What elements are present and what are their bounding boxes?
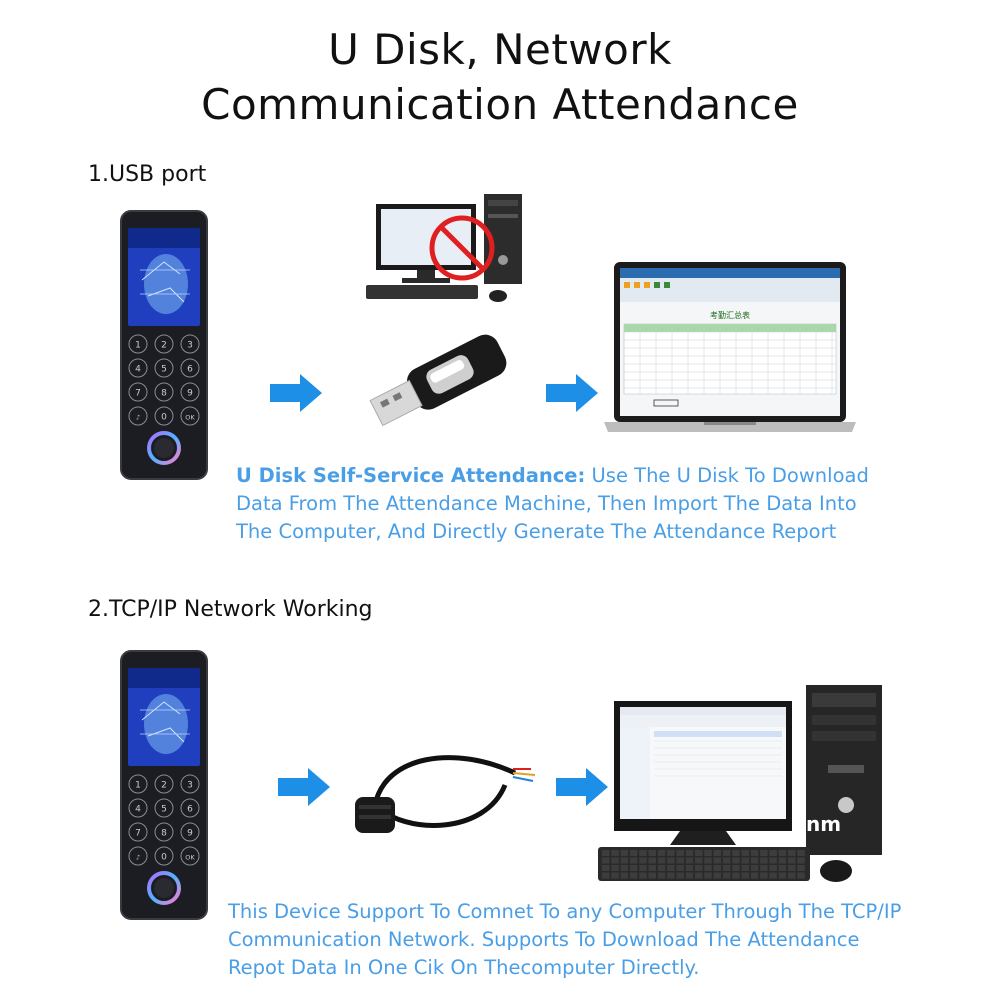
- tcp-description: This Device Support To Comnet To any Com…: [228, 898, 988, 982]
- keypad-key: [128, 382, 148, 402]
- keypad-key-label: 6: [187, 805, 193, 815]
- keypad-key-label: 4: [135, 805, 141, 815]
- keypad-key: [180, 406, 200, 426]
- keypad-key-label: 2: [161, 781, 167, 791]
- keypad-key-label: 8: [161, 389, 167, 399]
- attendance-device-1: 1 2 3 4 5 6 7 8 9 ♪ 0 OK: [120, 210, 208, 480]
- keypad-key: [128, 334, 148, 354]
- keypad: 1 2 3 4 5 6 7 8 9 ♪ 0 OK: [128, 774, 200, 866]
- network-cable-icon: [355, 755, 536, 833]
- keypad-key: [154, 774, 174, 794]
- tcp-section-heading: 2.TCP/IP Network Working: [88, 597, 373, 622]
- keypad-key-label: 3: [187, 781, 193, 791]
- usb-drive-icon: [369, 334, 507, 427]
- stray-overlay-text: nm: [806, 812, 842, 836]
- keypad-key: [128, 846, 148, 866]
- page-title-line1: U Disk, Network: [328, 25, 672, 74]
- prohibited-icon: [429, 215, 495, 281]
- keypad-key-label: 7: [135, 389, 141, 399]
- keypad-key: [154, 358, 174, 378]
- tcp-desc-1: This Device Support To Comnet To any Com…: [228, 900, 902, 923]
- keypad-key-label: 4: [135, 365, 141, 375]
- keypad-key-label: 3: [187, 341, 193, 351]
- keypad-key-label: 7: [135, 829, 141, 839]
- arrow-right-icon: [278, 768, 330, 806]
- keypad: 1 2 3 4 5 6 7 8 9 ♪ 0 OK: [128, 334, 200, 426]
- keypad-key: [154, 406, 174, 426]
- usb-desc-2: Data From The Attendance Machine, Then I…: [236, 492, 857, 515]
- keypad-key: [154, 846, 174, 866]
- usb-description: U Disk Self-Service Attendance: Use The …: [236, 462, 936, 546]
- keypad-key: [128, 822, 148, 842]
- laptop-icon: 考勤汇总表: [604, 262, 856, 432]
- keypad-key-label: 5: [161, 365, 167, 375]
- keypad-key: [154, 798, 174, 818]
- keypad-key: [154, 822, 174, 842]
- keypad-key-label: OK: [185, 854, 195, 862]
- keypad-key: [180, 798, 200, 818]
- keypad-key-label: ♪: [136, 414, 140, 422]
- keypad-key: [180, 846, 200, 866]
- arrow-right-icon: [546, 374, 598, 412]
- keypad-key: [128, 798, 148, 818]
- usb-label: U Disk Self-Service Attendance:: [236, 464, 586, 487]
- tcp-desc-2: Communication Network. Supports To Downl…: [228, 928, 860, 951]
- keypad-key-label: OK: [185, 414, 195, 422]
- keypad-key-label: 6: [187, 365, 193, 375]
- arrow-right-icon: [556, 768, 608, 806]
- usb-desc-3: The Computer, And Directly Generate The …: [236, 520, 837, 543]
- keypad-key-label: 0: [161, 413, 167, 423]
- keypad-key-label: ♪: [136, 854, 140, 862]
- keypad-key: [128, 774, 148, 794]
- keypad-key-label: 0: [161, 853, 167, 863]
- keypad-key-label: 1: [135, 781, 141, 791]
- keypad-key: [180, 334, 200, 354]
- desktop-computer-icon: [366, 194, 522, 302]
- tcp-desc-3: Repot Data In One Cik On Thecomputer Dir…: [228, 956, 700, 979]
- keypad-key-label: 5: [161, 805, 167, 815]
- desktop-workstation-icon: [598, 685, 882, 882]
- page-title-line2: Communication Attendance: [201, 80, 799, 129]
- keypad-key-label: 8: [161, 829, 167, 839]
- spreadsheet-title: 考勤汇总表: [710, 310, 750, 320]
- keypad-key: [180, 382, 200, 402]
- keypad-key: [128, 406, 148, 426]
- arrow-right-icon: [270, 374, 322, 412]
- keypad-key: [154, 382, 174, 402]
- keypad-key-label: 9: [187, 829, 193, 839]
- keypad-key: [128, 358, 148, 378]
- usb-section-heading: 1.USB port: [88, 162, 207, 187]
- keypad-key: [180, 358, 200, 378]
- usb-desc-1: Use The U Disk To Download: [585, 464, 869, 487]
- keypad-key-label: 1: [135, 341, 141, 351]
- keypad-key: [154, 334, 174, 354]
- keypad-key-label: 2: [161, 341, 167, 351]
- keypad-key: [180, 822, 200, 842]
- keypad-key: [180, 774, 200, 794]
- keypad-key-label: 9: [187, 389, 193, 399]
- attendance-device-2: 1 2 3 4 5 6 7 8 9 ♪ 0 OK: [120, 650, 208, 920]
